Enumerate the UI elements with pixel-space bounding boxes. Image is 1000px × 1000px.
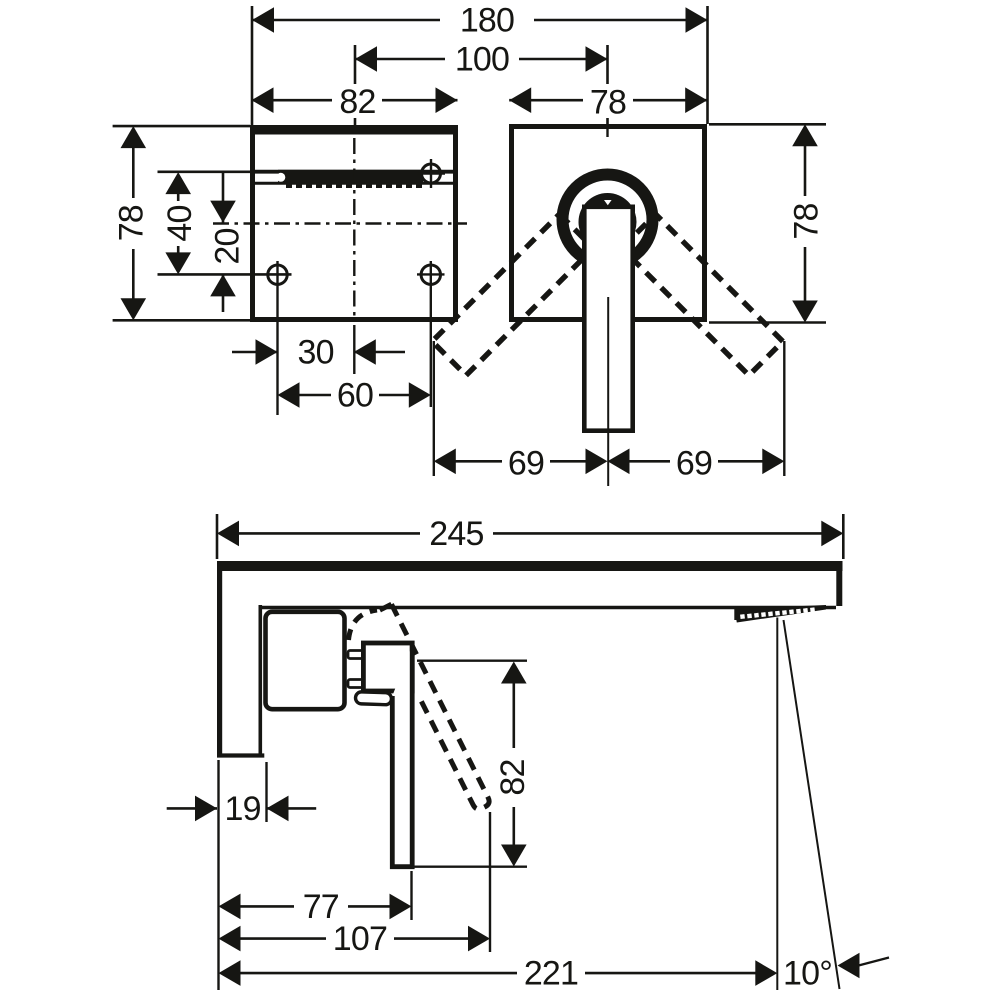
svg-text:78: 78	[788, 203, 826, 239]
svg-text:82: 82	[339, 83, 375, 121]
svg-text:19: 19	[224, 790, 260, 828]
svg-text:221: 221	[524, 955, 578, 993]
svg-text:77: 77	[303, 888, 339, 926]
svg-text:245: 245	[429, 515, 483, 553]
svg-text:78: 78	[590, 84, 626, 122]
svg-text:40: 40	[161, 205, 199, 241]
svg-text:82: 82	[494, 759, 532, 795]
svg-text:10°: 10°	[783, 955, 832, 993]
svg-text:180: 180	[460, 2, 514, 40]
svg-text:78: 78	[113, 205, 151, 241]
svg-text:100: 100	[455, 41, 509, 79]
svg-text:60: 60	[337, 377, 373, 415]
svg-text:20: 20	[209, 228, 247, 264]
svg-text:30: 30	[297, 333, 333, 371]
svg-text:69: 69	[676, 444, 712, 482]
svg-text:69: 69	[508, 444, 544, 482]
svg-text:107: 107	[333, 920, 387, 958]
